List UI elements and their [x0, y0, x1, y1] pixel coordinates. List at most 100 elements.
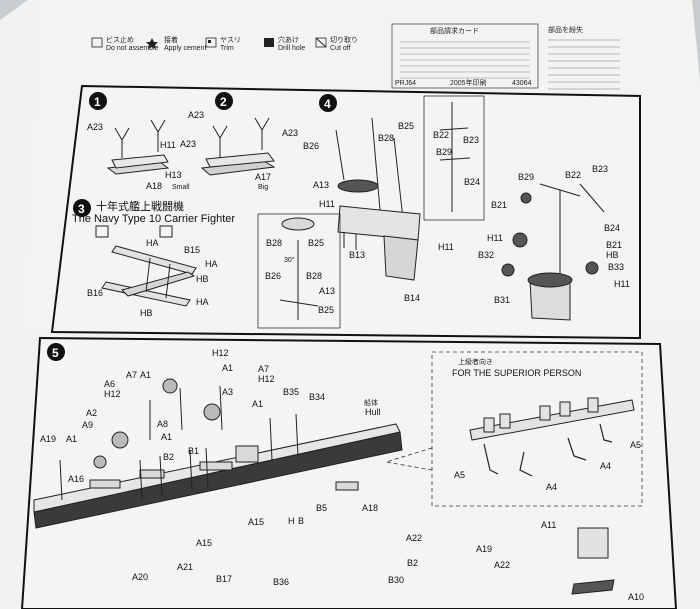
part-label: H11 — [438, 242, 454, 252]
part-label: B28 — [266, 238, 282, 248]
legend-jp: ビス止め — [106, 35, 134, 44]
legend-item: 切り取り Cut off — [315, 36, 358, 52]
legend-jp: ヤスリ — [220, 36, 241, 44]
part-label: A15 — [196, 538, 212, 548]
part-label: B2 — [163, 452, 174, 462]
part-label: H11 — [487, 233, 503, 243]
superior-title-jp: 上級者向き — [458, 357, 493, 366]
legend-item: 接着 Apply cement — [146, 35, 206, 52]
part-label: HB — [140, 308, 153, 318]
part-label: H11 — [614, 279, 630, 289]
part-label: B1 — [188, 446, 199, 456]
part-label: A3 — [222, 387, 233, 397]
size-label: Big — [258, 184, 268, 191]
part-label: B22 — [433, 130, 449, 140]
step-number: 3 — [78, 202, 85, 216]
part-label: B25 — [308, 238, 324, 248]
part-label: B36 — [273, 577, 289, 587]
part-label: B25 — [398, 121, 414, 131]
part-label: A4 — [546, 482, 557, 492]
part-label: B14 — [404, 293, 420, 303]
part-label: A5 — [454, 470, 465, 480]
part-label: HB — [606, 250, 619, 260]
part-label: A22 — [406, 533, 422, 543]
part-label: A22 — [494, 560, 510, 570]
part-label: B35 — [283, 387, 299, 397]
part-label: B22 — [565, 170, 581, 180]
part-label: A1 — [252, 399, 263, 409]
part-label: A23 — [282, 128, 298, 138]
step-number: 4 — [324, 97, 331, 111]
part-label: B17 — [216, 574, 232, 584]
part-label: A21 — [177, 562, 193, 572]
part-label: A16 — [68, 474, 84, 484]
parts-code: PRJ64 — [395, 80, 416, 87]
part-label: B33 — [608, 262, 624, 272]
part-label: B29 — [518, 172, 534, 182]
part-label: A18 — [362, 503, 378, 513]
part-label: A7 — [258, 364, 269, 374]
mast-detail-box — [423, 95, 485, 221]
mast-inset-box — [257, 213, 341, 329]
part-label: A18 — [146, 181, 162, 191]
part-label: B29 — [436, 147, 452, 157]
deck-part-a11 — [571, 527, 615, 595]
print-date: 2005年印刷 — [450, 78, 487, 87]
part-label: B23 — [463, 135, 479, 145]
part-label: A4 — [600, 461, 611, 471]
part-label: A10 — [628, 592, 644, 602]
parts-order-card: 部品請求カード PRJ64 2005年印刷 43064 — [391, 23, 539, 89]
step-1: 1 A23 A23 H11 H13 A18 Small — [87, 92, 204, 191]
step-title: The Navy Type 10 Carrier Fighter — [72, 213, 235, 225]
part-label: A2 — [86, 408, 97, 418]
part-label: A5 — [630, 440, 641, 450]
part-label: A13 — [313, 180, 329, 190]
legend-jp: 穴あけ — [278, 35, 299, 44]
step-number: 5 — [52, 346, 59, 360]
part-label: B34 — [309, 392, 325, 402]
bridge-diagram — [335, 117, 421, 281]
part-label: HA — [146, 238, 159, 248]
header-legend: ビス止め Do not assemble 接着 Apply cement ヤスリ… — [91, 35, 358, 52]
step-number: 2 — [220, 95, 227, 109]
part-label: B24 — [604, 223, 620, 233]
part-label: H13 — [165, 170, 182, 180]
legend-en: Trim — [220, 45, 234, 52]
parts-card-title: 部品請求カード — [430, 26, 479, 35]
part-label: HB — [196, 274, 209, 284]
legend-en: Cut off — [330, 45, 351, 52]
superior-inset: 上級者向き FOR THE SUPERIOR PERSON A5 A4 A4 A… — [385, 351, 643, 507]
part-label: H11 — [160, 140, 176, 150]
part-label: B26 — [303, 141, 319, 151]
part-label: B — [298, 516, 304, 526]
customer-notice: 部品を紛失 — [548, 25, 620, 90]
notice-title: 部品を紛失 — [548, 25, 583, 34]
legend-jp: 接着 — [164, 35, 178, 44]
part-label: B32 — [478, 250, 494, 260]
part-label: A13 — [319, 286, 335, 296]
part-label: A1 — [66, 434, 77, 444]
legend-jp: 切り取り — [330, 36, 358, 44]
angle-label: 30° — [284, 256, 295, 264]
part-label: B13 — [349, 250, 365, 260]
part-label: A6 — [104, 379, 115, 389]
mast-assembly-right — [501, 183, 605, 321]
part-label: B30 — [388, 575, 404, 585]
part-label: H11 — [319, 199, 335, 209]
part-label: A11 — [541, 520, 556, 530]
legend-item: 穴あけ Drill hole — [264, 35, 305, 52]
part-label: B28 — [306, 271, 322, 281]
legend-item: ビス止め Do not assemble — [91, 35, 159, 52]
part-label: H12 — [104, 389, 121, 399]
part-label: A1 — [161, 432, 172, 442]
hull-label: Hull — [365, 407, 381, 417]
fighter-diagram — [101, 245, 197, 307]
part-label: B21 — [491, 200, 507, 210]
part-label: A7 — [126, 370, 137, 380]
step-4: 4 B28 — [257, 94, 630, 329]
legend-item: ヤスリ Trim — [205, 36, 241, 52]
part-label: B24 — [464, 177, 480, 187]
step-number: 1 — [94, 95, 101, 109]
big-boat-diagram — [200, 117, 276, 176]
